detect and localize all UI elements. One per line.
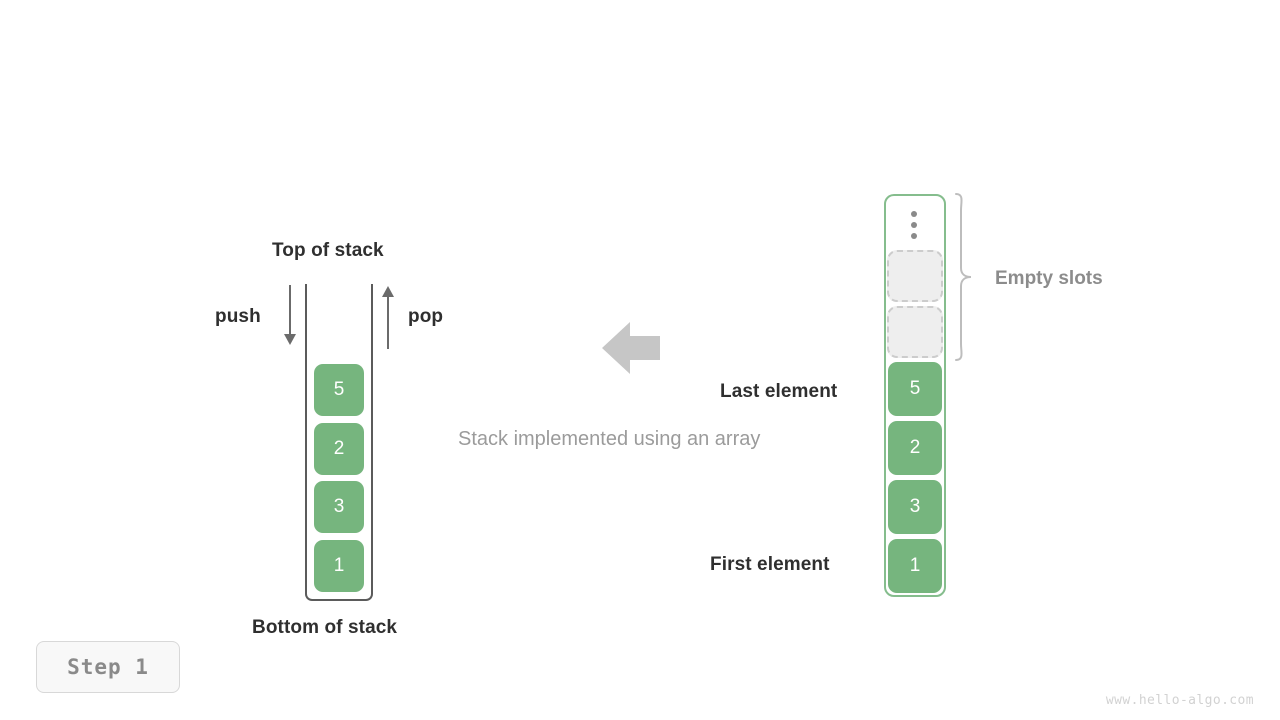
- first-element-label: First element: [710, 554, 830, 575]
- stack-container: [305, 284, 373, 601]
- pop-arrow-shaft: [387, 297, 389, 349]
- empty-slot: [887, 306, 943, 358]
- push-label: push: [215, 306, 261, 327]
- diagram-caption: Stack implemented using an array: [458, 428, 761, 450]
- arrow-down-icon: [284, 334, 296, 345]
- arrow-up-icon: [382, 286, 394, 297]
- watermark: www.hello-algo.com: [1105, 693, 1254, 708]
- array-cell: 5: [888, 362, 942, 416]
- stack-cell: 3: [314, 481, 364, 533]
- empty-slot: [887, 250, 943, 302]
- bottom-of-stack-label: Bottom of stack: [252, 617, 398, 638]
- array-cell: 2: [888, 421, 942, 475]
- arrow-left-icon: [602, 322, 660, 374]
- pop-label: pop: [408, 306, 444, 327]
- curly-brace-icon: [955, 193, 972, 361]
- vertical-dots-icon: [910, 211, 918, 239]
- push-arrow-shaft: [289, 285, 291, 337]
- stack-cell: 5: [314, 364, 364, 416]
- array-cell: 1: [888, 539, 942, 593]
- array-cell: 3: [888, 480, 942, 534]
- stack-cell: 2: [314, 423, 364, 475]
- top-of-stack-label: Top of stack: [272, 240, 384, 261]
- empty-slots-label: Empty slots: [995, 268, 1103, 289]
- stack-cell: 1: [314, 540, 364, 592]
- step-badge: Step 1: [36, 641, 180, 693]
- last-element-label: Last element: [720, 381, 838, 402]
